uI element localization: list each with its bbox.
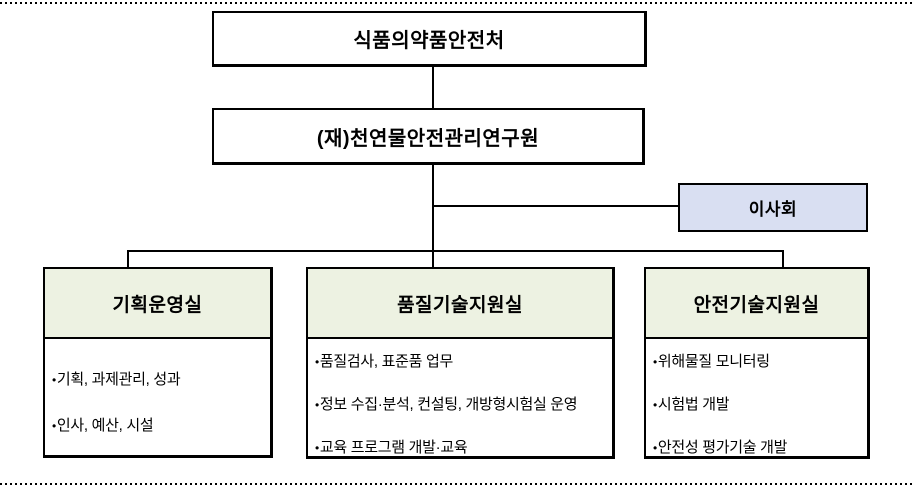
dept-task-item: • 기획, 과제관리, 성과 <box>52 368 266 389</box>
org-box-board: 이사회 <box>678 183 868 232</box>
connector-drop-left-dept <box>127 250 129 269</box>
org-box-ministry: 식품의약품안전처 <box>212 11 647 67</box>
bullet-icon: • <box>653 355 657 369</box>
dept-task-item: • 인사, 예산, 시설 <box>52 414 266 435</box>
dept-task-item: • 안전성 평가기술 개발 <box>653 436 863 457</box>
dept-task-text: 시험법 개발 <box>657 396 730 413</box>
dept-task-text: 정보 수집·분석, 컨설팅, 개방형시험실 운영 <box>319 396 578 413</box>
dept-task-item: • 교육 프로그램 개발·교육 <box>315 436 608 457</box>
dept-task-item: • 정보 수집·분석, 컨설팅, 개방형시험실 운영 <box>315 393 608 414</box>
connector-ministry-institute <box>432 66 434 109</box>
board-label: 이사회 <box>748 200 798 219</box>
dept-box-planning-operations: 기획운영실 • 기획, 과제관리, 성과 • 인사, 예산, 시설 <box>43 267 273 458</box>
institute-label: (재)천연물안전관리연구원 <box>316 127 540 150</box>
bullet-icon: • <box>315 398 319 412</box>
dept-task-text: 위해물질 모니터링 <box>657 353 770 370</box>
bullet-icon: • <box>315 441 319 455</box>
dept-header-planning-operations: 기획운영실 <box>45 269 270 339</box>
dept-box-quality-tech-support: 품질기술지원실 • 품질검사, 표준품 업무 • 정보 수집·분석, 컨설팅, … <box>306 267 615 459</box>
connector-institute-trunk <box>432 164 434 269</box>
bullet-icon: • <box>653 441 657 455</box>
dept-body-planning-operations: • 기획, 과제관리, 성과 • 인사, 예산, 시설 <box>45 339 270 460</box>
dept-task-item: • 품질검사, 표준품 업무 <box>315 350 608 371</box>
connector-drop-right-dept <box>782 250 784 270</box>
dept-task-text: 인사, 예산, 시설 <box>56 417 154 434</box>
dept-body-quality-tech-support: • 품질검사, 표준품 업무 • 정보 수집·분석, 컨설팅, 개방형시험실 운… <box>308 339 612 479</box>
bullet-icon: • <box>52 419 56 433</box>
ministry-label: 식품의약품안전처 <box>353 30 505 52</box>
dept-body-safety-tech-support: • 위해물질 모니터링 • 시험법 개발 • 안전성 평가기술 개발 <box>646 339 867 479</box>
dept-header-safety-tech-support: 안전기술지원실 <box>646 269 867 339</box>
dept-task-text: 품질검사, 표준품 업무 <box>319 353 454 370</box>
dept-task-item: • 위해물질 모니터링 <box>653 350 863 371</box>
dept-task-text: 교육 프로그램 개발·교육 <box>319 439 468 456</box>
page-divider-top <box>0 2 913 4</box>
dept-task-text: 기획, 과제관리, 성과 <box>56 371 181 388</box>
bullet-icon: • <box>315 355 319 369</box>
connector-board-branch <box>432 205 680 207</box>
dept-task-text: 안전성 평가기술 개발 <box>657 439 788 456</box>
bullet-icon: • <box>653 398 657 412</box>
dept-header-quality-tech-support: 품질기술지원실 <box>308 269 612 339</box>
page-divider-bottom <box>0 483 913 485</box>
connector-departments-rail <box>127 250 784 252</box>
dept-task-item: • 시험법 개발 <box>653 393 863 414</box>
bullet-icon: • <box>52 373 56 387</box>
org-box-institute: (재)천연물안전관리연구원 <box>212 108 645 165</box>
dept-box-safety-tech-support: 안전기술지원실 • 위해물질 모니터링 • 시험법 개발 • 안전성 평가기술 … <box>644 267 870 459</box>
